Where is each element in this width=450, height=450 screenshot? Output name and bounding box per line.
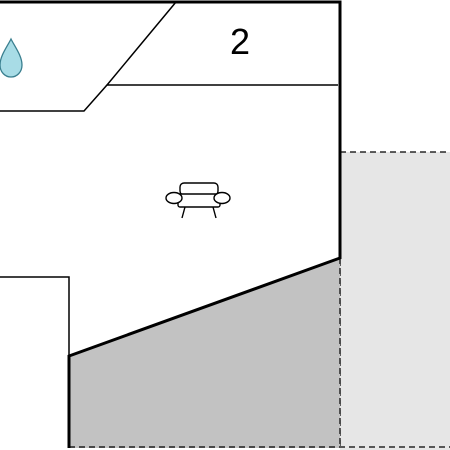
water-drop-icon — [0, 37, 23, 78]
shaded-area — [69, 258, 340, 448]
main-room — [0, 2, 340, 356]
side-room-wall — [0, 276, 70, 448]
room-number: 2 — [230, 21, 250, 62]
bathroom-wall — [0, 84, 108, 112]
light-area — [339, 151, 450, 450]
sofa-icon — [165, 182, 231, 219]
